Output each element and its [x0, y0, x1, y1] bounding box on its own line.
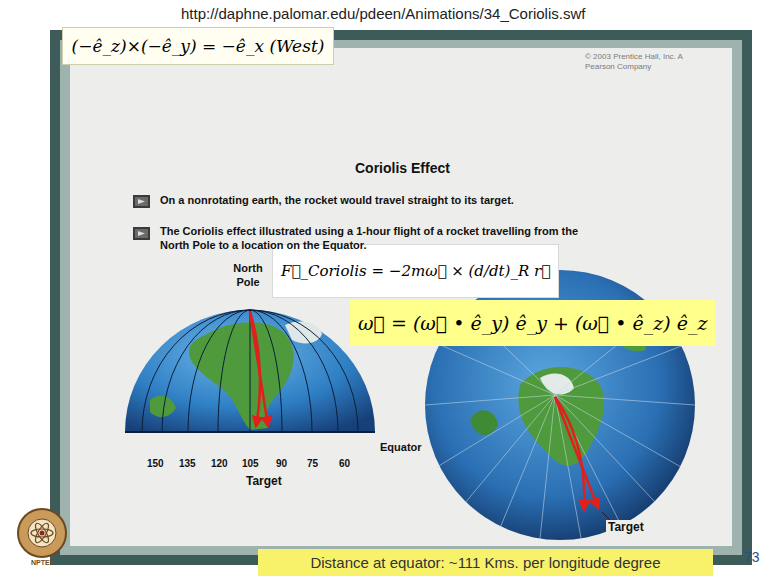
page-number: 73: [744, 549, 760, 567]
note-box: Distance at equator: ~111 Kms. per longi…: [258, 549, 713, 576]
longitude-number: 135: [179, 458, 196, 471]
longitude-number: 150: [147, 458, 164, 471]
equator-label: Equator: [380, 441, 422, 455]
longitude-number: 90: [276, 458, 287, 471]
formula-text: ω⃗ = (ω⃗ • ê_y) ê_y + (ω⃗ • ê_z) ê_z: [358, 312, 707, 335]
logo-text: NPTEL: [31, 559, 54, 568]
target-label: Target: [606, 520, 646, 535]
url-text: http://daphne.palomar.edu/pdeen/Animatio…: [181, 5, 585, 24]
longitude-number: 60: [339, 458, 350, 471]
pole-label: North Pole: [226, 262, 270, 290]
bullet-icon: [133, 195, 150, 208]
formula-text: F⃗_Coriolis = −2mω⃗ × (d/dt)_R r⃗: [281, 262, 550, 280]
formula-box: F⃗_Coriolis = −2mω⃗ × (d/dt)_R r⃗: [272, 244, 559, 298]
slide-frame: [50, 30, 752, 565]
bullet-text: The Coriolis effect illustrated using a …: [160, 225, 580, 253]
slide-title: Coriolis Effect: [355, 160, 450, 176]
copyright-note: © 2003 Prentice Hall, Inc. A Pearson Com…: [585, 52, 703, 72]
slide-frame-inner: [60, 40, 742, 555]
longitude-number: 120: [211, 458, 228, 471]
longitude-number: 75: [307, 458, 318, 471]
formula-box: ω⃗ = (ω⃗ • ê_y) ê_y + (ω⃗ • ê_z) ê_z: [350, 300, 715, 346]
slide-panel: [70, 48, 732, 546]
bullet-icon: [133, 227, 150, 240]
formula-box: (−ê_z)×(−ê_y) = −ê_x (West): [62, 27, 334, 65]
bullet-text: On a nonrotating earth, the rocket would…: [160, 194, 514, 208]
formula-text: (−ê_z)×(−ê_y) = −ê_x (West): [72, 36, 325, 56]
hemisphere-globe: [125, 310, 375, 432]
target-label: Target: [246, 474, 282, 489]
formula-text: Distance at equator: ~111 Kms. per longi…: [310, 554, 660, 572]
nptel-logo: [18, 509, 66, 557]
longitude-number: 105: [242, 458, 259, 471]
